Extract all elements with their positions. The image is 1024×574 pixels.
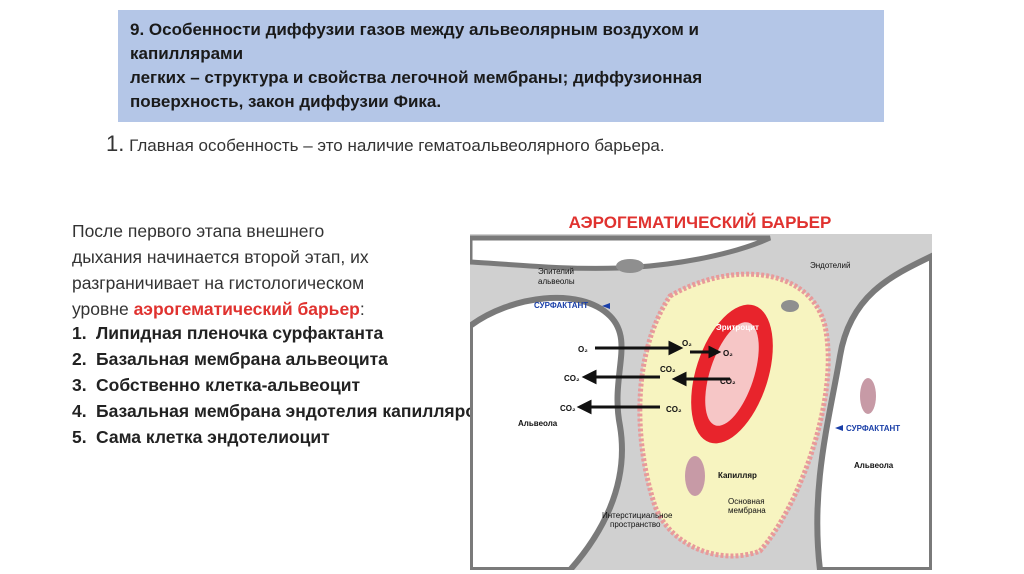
list-item: 2. Базальная мембрана альвеоцита <box>72 346 492 372</box>
cell-nucleus <box>860 378 876 414</box>
list-text: Собственно клетка-альвеоцит <box>96 375 361 395</box>
title-line: капиллярами <box>130 44 244 63</box>
main-point: 1. Главная особенность – это наличие гем… <box>106 131 665 157</box>
list-number: 4. <box>72 401 87 421</box>
label-erythrocyte: Эритроцит <box>716 323 759 332</box>
lead-line: разграничивает на гистологическом <box>72 273 365 293</box>
label-endothelium: Эндотелий <box>810 261 850 270</box>
surfactant-arrow <box>602 303 610 309</box>
list-number: 2. <box>72 349 87 369</box>
list-number: 5. <box>72 427 87 447</box>
title-box: 9. Особенности диффузии газов между альв… <box>118 10 884 122</box>
title-line: 9. Особенности диффузии газов между альв… <box>130 20 699 39</box>
list-text: Сама клетка эндотелиоцит <box>96 427 330 447</box>
label-interstitial: Интерстициальное <box>602 511 673 520</box>
label-basement: мембрана <box>728 506 766 515</box>
highlight-term: аэрогематический барьер <box>133 299 360 319</box>
label-capillary: Капилляр <box>718 471 757 480</box>
barrier-diagram-svg: АЭРОГЕМАТИЧЕСКИЙ БАРЬЕР Эпителий альвеол… <box>470 213 932 570</box>
arrow-head <box>708 345 722 359</box>
list-text: Базальная мембрана эндотелия капилляров <box>96 401 487 421</box>
arrow-head <box>671 371 687 387</box>
list-number: 3. <box>72 375 87 395</box>
list-item: 5. Сама клетка эндотелиоцит <box>72 424 492 450</box>
list-item: 1. Липидная пленочка сурфактанта <box>72 320 492 346</box>
list-number: 1. <box>72 323 87 343</box>
label-co2: CO₂ <box>666 405 682 414</box>
lead-line: дыхания начинается второй этап, их <box>72 247 369 267</box>
arrow-head <box>668 340 684 356</box>
label-interstitial: пространство <box>610 520 661 529</box>
left-alveolus <box>470 294 625 570</box>
barrier-layers-list: 1. Липидная пленочка сурфактанта 2. Базаль… <box>72 320 492 450</box>
list-text: Липидная пленочка сурфактанта <box>96 323 384 343</box>
label-o2: O₂ <box>682 339 692 348</box>
arrow-head <box>581 369 597 385</box>
cell-nucleus <box>616 259 644 273</box>
cell-nucleus <box>685 456 705 496</box>
label-epithelium: Эпителий <box>538 267 574 276</box>
label-surfactant: СУРФАКТАНТ <box>846 424 900 433</box>
label-o2: O₂ <box>578 345 588 354</box>
list-item: 3. Собственно клетка-альвеоцит <box>72 372 492 398</box>
lead-prefix: уровне <box>72 299 134 319</box>
lead-line: После первого этапа внешнего <box>72 221 325 241</box>
label-co2: CO₂ <box>564 374 580 383</box>
list-text: Базальная мембрана альвеоцита <box>96 349 388 369</box>
lead-line: уровне аэрогематический барьер: <box>72 296 472 322</box>
erythrocyte-center <box>705 322 759 426</box>
title-line: легких – структура и свойства легочной м… <box>130 68 703 87</box>
surfactant-arrow <box>835 425 843 431</box>
label-o2: O₂ <box>723 349 733 358</box>
figure-title: АЭРОГЕМАТИЧЕСКИЙ БАРЬЕР <box>569 213 832 232</box>
gas-arrows <box>576 340 730 415</box>
label-alveola: Альвеола <box>854 461 894 470</box>
arrow-head <box>576 399 592 415</box>
label-alveola: Альвеола <box>518 419 558 428</box>
barrier-diagram: АЭРОГЕМАТИЧЕСКИЙ БАРЬЕР Эпителий альвеол… <box>470 206 932 570</box>
label-co2: CO₂ <box>720 377 736 386</box>
list-item: 4. Базальная мембрана эндотелия капилляро… <box>72 398 492 424</box>
lead-paragraph: После первого этапа внешнего дыхания нач… <box>72 218 472 322</box>
label-co2: CO₂ <box>560 404 576 413</box>
label-co2: CO₂ <box>660 365 676 374</box>
label-surfactant: СУРФАКТАНТ <box>534 301 588 310</box>
lead-suffix: : <box>359 299 365 319</box>
label-basement: Основная <box>728 497 765 506</box>
point-text: Главная особенность – это наличие гемато… <box>129 136 665 155</box>
title-line: поверхность, закон диффузии Фика. <box>130 92 442 111</box>
point-number: 1. <box>106 131 125 156</box>
cell-nucleus <box>781 300 799 312</box>
right-alveolus <box>814 252 932 570</box>
label-epithelium: альвеолы <box>538 277 575 286</box>
